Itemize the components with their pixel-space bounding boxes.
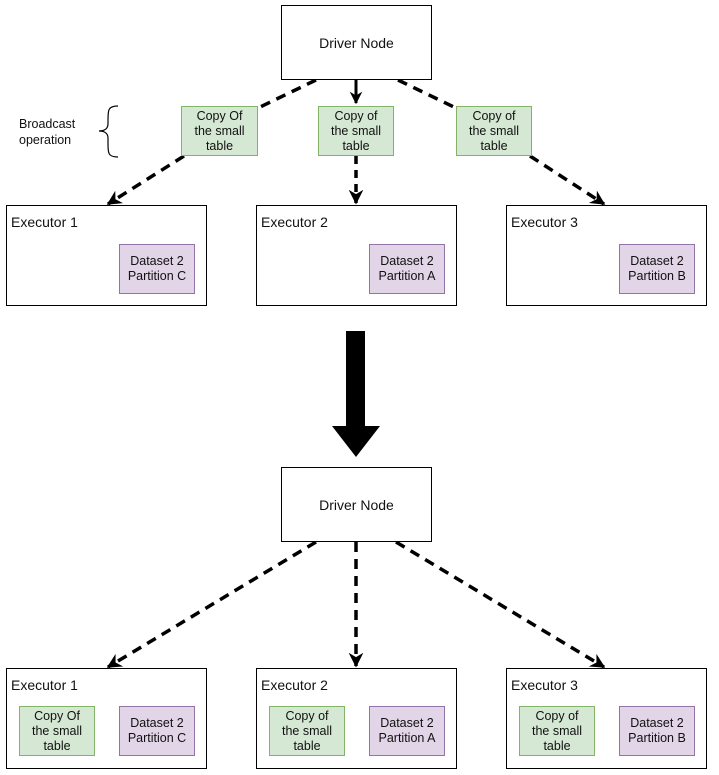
edge-driver-to-copy-1 (257, 78, 317, 110)
executor-3-bottom[interactable]: Executor 3 Copy of the small table Datas… (506, 668, 707, 769)
executor-3-top[interactable]: Executor 3 Dataset 2 Partition B (506, 205, 707, 306)
copy-small-table[interactable]: Copy Of the small table (19, 706, 95, 756)
executor-1-bottom[interactable]: Executor 1 Copy Of the small table Datas… (6, 668, 207, 769)
dataset-partition-b[interactable]: Dataset 2 Partition B (619, 706, 695, 756)
dataset-partition-c[interactable]: Dataset 2 Partition C (119, 244, 195, 294)
executor-label: Executor 1 (11, 214, 78, 230)
executor-label: Executor 3 (511, 214, 578, 230)
edge-bottom-driver-to-executor-1 (106, 540, 317, 669)
dataset-partition-a[interactable]: Dataset 2 Partition A (369, 244, 445, 294)
dataset-partition-a[interactable]: Dataset 2 Partition A (369, 706, 445, 756)
broadcast-operation-label: Broadcast operation (19, 117, 76, 147)
executor-2-top[interactable]: Executor 2 Dataset 2 Partition A (256, 205, 457, 306)
edge-driver-to-copy-3 (397, 78, 457, 110)
transition-arrow-head (332, 426, 380, 457)
copy-small-table[interactable]: Copy of the small table (269, 706, 345, 756)
copy-small-table-1[interactable]: Copy Of the small table (181, 106, 258, 156)
driver-node-label: Driver Node (319, 496, 394, 513)
edge-copy-3-to-executor-3 (529, 154, 606, 206)
copy-small-table[interactable]: Copy of the small table (519, 706, 595, 756)
dataset-partition-b[interactable]: Dataset 2 Partition B (619, 244, 695, 294)
executor-1-top[interactable]: Executor 1 Dataset 2 Partition C (6, 205, 207, 306)
executor-2-bottom[interactable]: Executor 2 Copy of the small table Datas… (256, 668, 457, 769)
dataset-partition-c[interactable]: Dataset 2 Partition C (119, 706, 195, 756)
executor-label: Executor 3 (511, 677, 578, 693)
driver-node-label: Driver Node (319, 34, 394, 51)
copy-small-table-3[interactable]: Copy of the small table (456, 106, 532, 156)
transition-arrow-shaft (346, 331, 365, 427)
executor-label: Executor 2 (261, 677, 328, 693)
broadcast-brace (98, 105, 119, 158)
driver-node-top[interactable]: Driver Node (281, 5, 432, 80)
driver-node-bottom[interactable]: Driver Node (281, 467, 432, 542)
edge-copy-1-to-executor-1 (106, 154, 185, 206)
edge-bottom-driver-to-executor-3 (395, 540, 606, 669)
copy-small-table-2[interactable]: Copy of the small table (318, 106, 394, 156)
executor-label: Executor 1 (11, 677, 78, 693)
executor-label: Executor 2 (261, 214, 328, 230)
